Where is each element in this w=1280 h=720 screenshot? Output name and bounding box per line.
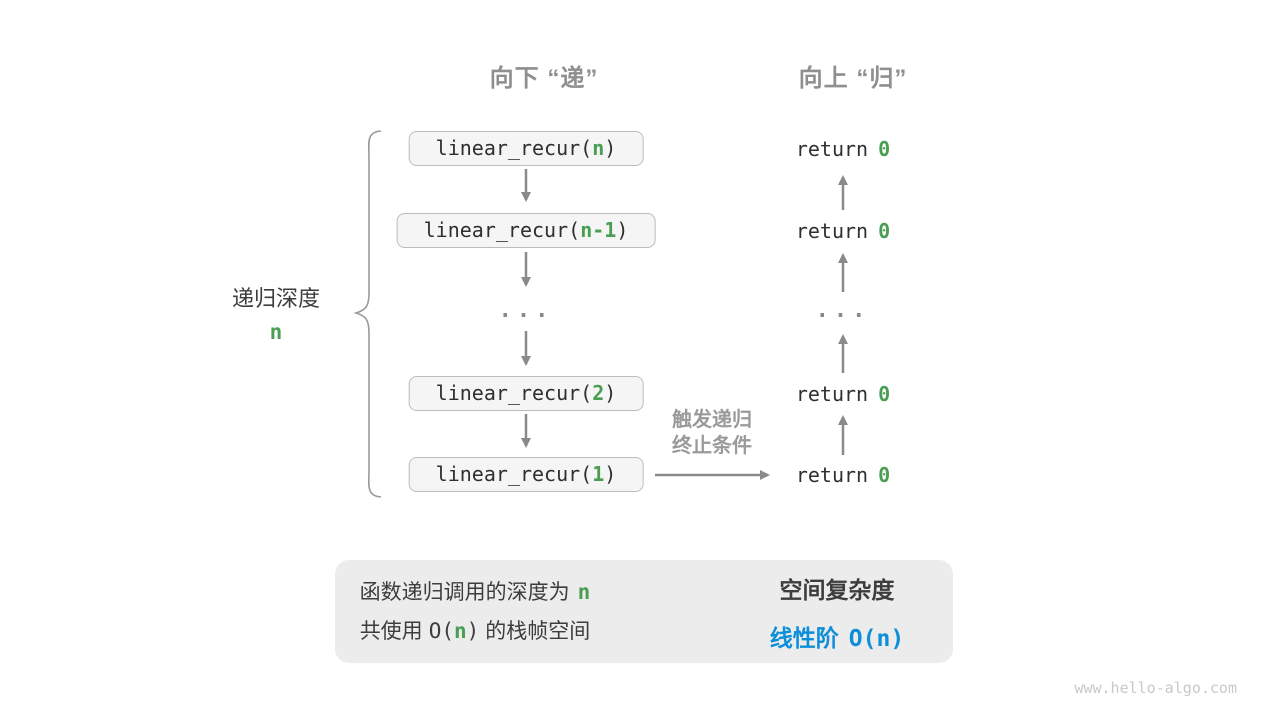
call-box-2: linear_recur(2) — [408, 376, 644, 411]
header-return-up: 向上 “归” — [798, 65, 908, 92]
return-value: 0 — [878, 463, 891, 487]
call-box-n: linear_recur(n) — [408, 131, 644, 166]
summary-space-pre: 共使用 — [359, 619, 423, 643]
summary-depth-line: 函数递归调用的深度为 n — [360, 579, 591, 606]
summary-depth-text: 函数递归调用的深度为 — [359, 580, 570, 604]
return-value: 0 — [878, 137, 891, 161]
return-statement: return 0 — [796, 135, 890, 163]
call-text: linear_recur( — [435, 462, 593, 486]
depth-brace — [353, 130, 382, 498]
summary-conclusion: 空间复杂度 线性阶 O(n) — [770, 560, 904, 663]
summary-space-post: 的栈帧空间 — [485, 619, 591, 643]
return-ellipsis: ... — [815, 298, 871, 323]
return-value: 0 — [878, 219, 891, 243]
call-text: ) — [616, 218, 629, 242]
result-big-o-n: n — [876, 625, 891, 652]
call-text: ) — [604, 462, 617, 486]
depth-value: n — [269, 320, 283, 344]
call-text: ) — [604, 136, 617, 160]
call-text: linear_recur( — [435, 136, 593, 160]
call-box-n-1: linear_recur(n-1) — [396, 213, 656, 248]
base-case-label: 触发递归 终止条件 — [642, 407, 782, 459]
base-case-label-line1: 触发递归 — [672, 409, 752, 431]
stack-ellipsis: ... — [498, 298, 554, 323]
call-text: ) — [604, 381, 617, 405]
big-o-open: O(n) — [429, 619, 480, 643]
result-big-o: O(n) — [849, 626, 904, 652]
return-keyword: return — [795, 463, 869, 487]
result-big-o-text: ) — [890, 625, 905, 652]
return-keyword: return — [795, 219, 869, 243]
call-arg: n-1 — [580, 218, 617, 242]
space-complexity-result: 线性阶 O(n) — [770, 619, 904, 653]
header-recurse-down: 向下 “递” — [489, 65, 599, 92]
summary-depth-value: n — [577, 579, 591, 604]
call-box-1: linear_recur(1) — [408, 457, 644, 492]
call-text: linear_recur( — [423, 218, 581, 242]
call-text: linear_recur( — [435, 381, 593, 405]
big-o-text: O( — [428, 618, 454, 643]
return-statement: return 0 — [796, 461, 890, 489]
return-value: 0 — [878, 382, 891, 406]
result-big-o-text: O( — [848, 625, 877, 652]
base-case-label-line2: 终止条件 — [672, 435, 752, 457]
space-complexity-title: 空间复杂度 — [779, 576, 895, 603]
call-arg: 2 — [592, 381, 605, 405]
call-arg: n — [592, 136, 605, 160]
watermark: www.hello-algo.com — [1074, 679, 1237, 697]
call-arg: 1 — [592, 462, 605, 486]
big-o-text: ) — [466, 618, 480, 643]
depth-label: 递归深度 — [231, 286, 320, 311]
return-statement: return 0 — [796, 380, 890, 408]
summary-panel — [335, 560, 953, 663]
return-keyword: return — [795, 137, 869, 161]
big-o-n: n — [453, 618, 467, 643]
return-keyword: return — [795, 382, 869, 406]
result-label: 线性阶 — [769, 624, 839, 651]
return-statement: return 0 — [796, 217, 890, 245]
